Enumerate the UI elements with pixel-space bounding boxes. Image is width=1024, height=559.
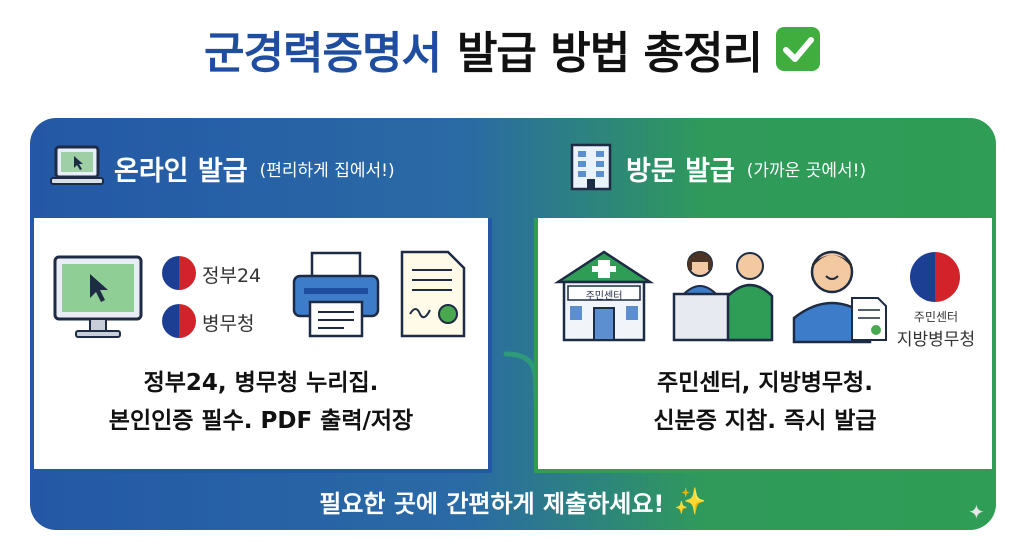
sparkle-icon: ✨ [674, 486, 707, 517]
visit-title: 방문 발급 [626, 155, 735, 187]
gov-emblem-icon [910, 252, 960, 302]
office-label-line-2: 지방병무청 [896, 330, 976, 350]
gov-emblem-icon [162, 256, 196, 290]
logo-label-gov24: 정부24 [202, 265, 262, 287]
community-center-icon: 주민센터 [554, 248, 654, 344]
sparkle-watermark-icon: ✦ [968, 500, 985, 524]
desk-people-icon [672, 251, 774, 342]
laptop-icon [50, 144, 104, 192]
visit-desc-line-2: 신분증 지참. 즉시 발급 [653, 408, 877, 434]
online-panel: 온라인 발급 (편리하게 집에서!) 정부24 병무청 [30, 118, 492, 473]
logo-label-mma: 병무청 [202, 313, 255, 335]
online-body: 정부24 병무청 정부24, 병무청 누리집. [30, 218, 492, 473]
person-document-icon [792, 250, 887, 344]
office-label: 주민센터 지방병무청 [884, 308, 988, 350]
visit-subtitle: (가까운 곳에서!) [746, 160, 867, 181]
online-header: 온라인 발급 (편리하게 집에서!) [30, 118, 492, 218]
visit-body: 주민센터 주민센터 [534, 218, 996, 473]
title-rest: 발급 방법 총정리 [456, 28, 763, 79]
online-title: 온라인 발급 [114, 155, 248, 187]
building-icon [566, 141, 616, 195]
check-icon [775, 27, 820, 71]
visit-panel: 방문 발급 (가까운 곳에서!) 주민센터 [534, 118, 996, 473]
online-subtitle: (편리하게 집에서!) [259, 160, 395, 181]
building-sign: 주민센터 [585, 291, 623, 302]
online-desc-line-2: 본인인증 필수. PDF 출력/저장 [108, 408, 414, 434]
page-title: 군경력증명서 발급 방법 총정리 [0, 14, 1024, 84]
printer-icon [292, 251, 380, 338]
online-description: 정부24, 병무청 누리집. 본인인증 필수. PDF 출력/저장 [34, 364, 488, 440]
certificate-icon [400, 250, 466, 338]
office-label-line-1: 주민센터 [913, 310, 959, 324]
visit-description: 주민센터, 지방병무청. 신분증 지참. 즉시 발급 [538, 364, 992, 440]
info-banner: 온라인 발급 (편리하게 집에서!) 정부24 병무청 [30, 118, 996, 530]
monitor-icon [53, 255, 143, 338]
title-highlight: 군경력증명서 [204, 28, 442, 79]
footer-text: 필요한 곳에 간편하게 제출하세요! [319, 490, 665, 518]
gov-emblem-icon [162, 304, 196, 338]
visit-desc-line-1: 주민센터, 지방병무청. [657, 370, 873, 396]
footer-bar: 필요한 곳에 간편하게 제출하세요! ✨ [30, 473, 996, 530]
online-desc-line-1: 정부24, 병무청 누리집. [143, 370, 379, 396]
visit-header: 방문 발급 (가까운 곳에서!) [534, 118, 996, 218]
